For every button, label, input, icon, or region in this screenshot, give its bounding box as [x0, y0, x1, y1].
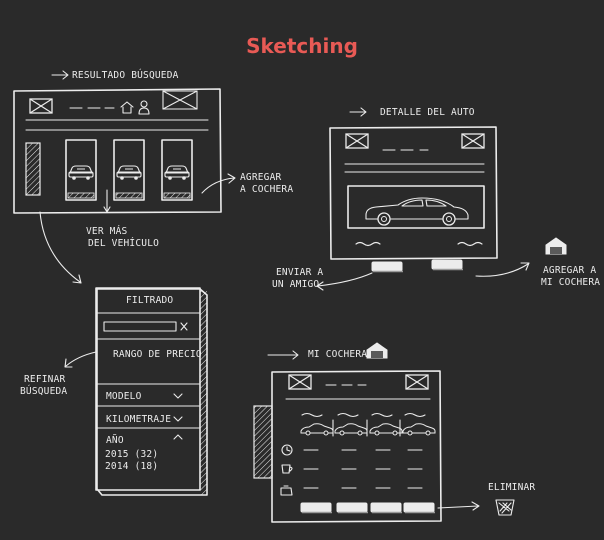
- ano-2015-option[interactable]: 2015 (32): [105, 449, 158, 460]
- car-icon: [164, 165, 190, 181]
- agregar-mi-label-2: MI COCHERA: [541, 277, 600, 288]
- garage-icon[interactable]: [545, 237, 567, 255]
- col-squiggle: [371, 412, 393, 418]
- search-input[interactable]: [103, 321, 177, 332]
- result-card-3[interactable]: [161, 139, 193, 201]
- arrow-enviar: [316, 272, 373, 291]
- remove-button[interactable]: [336, 502, 369, 514]
- home-icon[interactable]: [120, 101, 134, 114]
- car-icon[interactable]: [300, 423, 334, 436]
- mi-cochera-label: MI COCHERA: [308, 349, 367, 360]
- result-card-2[interactable]: [113, 139, 145, 201]
- sidebar-filter-hatch[interactable]: [25, 142, 41, 196]
- chevron-up-icon[interactable]: [173, 434, 183, 440]
- filtrado-label: FILTRADO: [126, 295, 173, 306]
- refinar-label-2: BÚSQUEDA: [20, 385, 67, 397]
- kilometraje-label[interactable]: KILOMETRAJE: [106, 414, 171, 425]
- cup-icon: [281, 464, 293, 474]
- ver-mas-label-1: VER MÁS: [86, 225, 128, 237]
- clock-icon: [281, 444, 293, 456]
- detalle-rows: [344, 163, 485, 173]
- squiggle-left: [355, 241, 381, 247]
- detalle-section: DETALLE DEL AUTO ENVIAR A UN AMIGO AGREG…: [272, 107, 600, 291]
- agregar-button[interactable]: [431, 259, 464, 271]
- close-icon[interactable]: [180, 322, 188, 331]
- arrow-detalle: [349, 107, 367, 117]
- col-squiggle: [404, 412, 426, 418]
- col-dividers: [332, 419, 401, 437]
- agregar-cochera-label-1: AGREGAR: [240, 172, 282, 183]
- logo-placeholder-icon: [29, 98, 53, 114]
- refinar-label-1: REFINAR: [24, 374, 66, 385]
- arrow-mi-cochera: [267, 350, 299, 360]
- enviar-button[interactable]: [371, 261, 404, 273]
- arrow-agregar: [201, 173, 236, 194]
- arrow-refinar: [64, 351, 97, 368]
- result-card-1[interactable]: [65, 139, 97, 201]
- banner-placeholder: [405, 374, 429, 390]
- car-icon[interactable]: [402, 423, 436, 436]
- col-squiggle: [301, 412, 323, 418]
- car-icon[interactable]: [334, 423, 368, 436]
- resultado-label: RESULTADO BÚSQUEDA: [72, 69, 179, 81]
- trash-icon[interactable]: [495, 499, 515, 516]
- modelo-label[interactable]: MODELO: [106, 391, 142, 402]
- enviar-label-2: UN AMIGO: [272, 279, 319, 290]
- mi-cochera-section: MI COCHERA: [253, 342, 535, 523]
- remove-button[interactable]: [300, 502, 333, 514]
- agregar-cochera-label-2: A COCHERA: [240, 184, 293, 195]
- user-icon[interactable]: [138, 100, 150, 115]
- resultado-busqueda-section: RESULTADO BÚSQUEDA AGREGAR: [13, 69, 293, 284]
- arrow-to-filtrado: [39, 211, 82, 284]
- detalle-window: [329, 126, 498, 260]
- arrow-agregar-mi: [475, 262, 530, 277]
- arrow-eliminar: [437, 501, 480, 511]
- car-icon: [116, 165, 142, 181]
- garage-icon: [366, 342, 388, 359]
- cochera-side-panel: [253, 405, 273, 479]
- rango-label: RANGO DE PRECIO: [113, 349, 202, 360]
- cochera-window: [271, 370, 442, 523]
- detalle-label: DETALLE DEL AUTO: [380, 107, 475, 118]
- arrow-resultado: [51, 70, 69, 80]
- col-squiggle: [337, 412, 359, 418]
- arrow-ver-mas: [103, 189, 111, 213]
- car-icon: [365, 197, 469, 226]
- banner-placeholder: [162, 90, 198, 110]
- filtrado-panel: [95, 287, 201, 491]
- enviar-label-1: ENVIAR A: [276, 267, 323, 278]
- logo-placeholder-icon: [288, 374, 312, 390]
- resultado-window: [13, 88, 222, 214]
- ano-label[interactable]: AÑO: [106, 435, 124, 446]
- squiggle-right: [457, 241, 483, 247]
- car-icon[interactable]: [369, 423, 403, 436]
- agregar-mi-label-1: AGREGAR A: [543, 265, 596, 276]
- filtrado-section: FILTRADO RANGO DE PRECIO MODELO KILOMETR…: [20, 287, 208, 496]
- ano-2014-option[interactable]: 2014 (18): [105, 461, 158, 472]
- banner-placeholder: [461, 133, 485, 149]
- eliminar-label: ELIMINAR: [488, 482, 535, 493]
- remove-button[interactable]: [370, 502, 403, 514]
- car-photo-frame[interactable]: [347, 185, 485, 229]
- remove-button[interactable]: [403, 502, 436, 514]
- resultado-rows: [25, 119, 209, 131]
- chevron-down-icon[interactable]: [173, 393, 183, 399]
- chevron-down-icon[interactable]: [173, 416, 183, 422]
- page-title: Sketching: [246, 34, 358, 58]
- engine-icon: [280, 485, 293, 496]
- car-icon: [68, 165, 94, 181]
- ver-mas-label-2: DEL VEHÍCULO: [88, 237, 159, 249]
- logo-placeholder-icon: [345, 133, 369, 149]
